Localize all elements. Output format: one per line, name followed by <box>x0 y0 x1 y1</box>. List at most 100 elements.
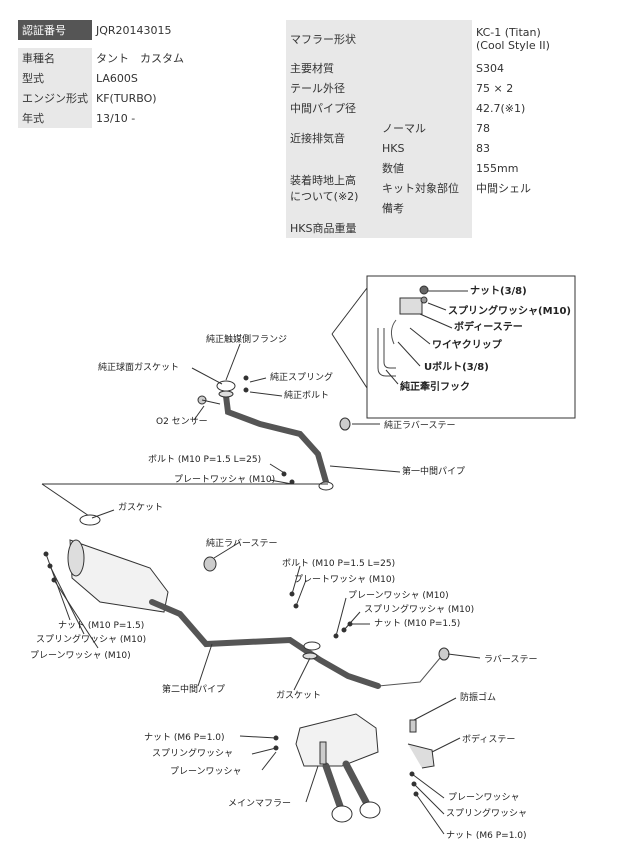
table-row: 型式 LA600S <box>18 68 220 88</box>
second-pipe-label: 第二中間パイプ <box>162 683 225 695</box>
table-row: 主要材質 S304 <box>286 58 620 78</box>
tail-label: テール外径 <box>286 78 472 98</box>
kit-label: キット対象部位 <box>378 178 472 198</box>
exhaust-parts-diagram: ナット(3/8) スプリングワッシャ(M10) ボディーステー ワイヤクリップ … <box>30 275 576 841</box>
table-row: 車種名 タント カスタム <box>18 48 220 68</box>
plain-washer-m10-a-label: プレーンワッシャ (M10) <box>348 590 449 601</box>
plain-washer-a-label: プレーンワッシャ <box>170 766 242 777</box>
weight-label: HKS商品重量 <box>286 218 472 238</box>
anti-vibration-rubber-label: 防振ゴム <box>460 691 496 703</box>
muffler-value-line1: KC-1 (Titan) <box>476 26 541 39</box>
main-muffler-drawing <box>295 713 379 767</box>
spring-washer-b-label: スプリングワッシャ <box>446 807 527 819</box>
cert-value: JQR20143015 <box>96 23 172 37</box>
tail-value: 75 × 2 <box>476 81 514 95</box>
table-row: エンジン形式 KF(TURBO) <box>18 88 220 108</box>
inset-u-bolt-label: Uボルト(3/8) <box>424 360 489 373</box>
engine-label: エンジン形式 <box>18 88 92 108</box>
year-value: 13/10 - <box>96 111 136 125</box>
engine-value: KF(TURBO) <box>96 91 157 105</box>
genuine-rubber-stay-2-label: 純正ラバーステー <box>206 537 277 549</box>
muffler-label: マフラー形状 <box>286 20 472 58</box>
material-value: S304 <box>476 61 504 75</box>
plain-washer-b-label: プレーンワッシャ <box>448 792 520 803</box>
genuine-bolt-label: 純正ボルト <box>284 389 329 401</box>
nut-m6-a-label: ナット (M6 P=1.0) <box>144 732 225 743</box>
year-label: 年式 <box>18 108 92 128</box>
table-row: 近接排気音 ノーマル 78 <box>286 118 620 158</box>
body-stay-drawing <box>407 743 435 769</box>
muffler-spec-table: マフラー形状 KC-1 (Titan) (Cool Style II) 主要材質… <box>286 20 620 238</box>
table-row: マフラー形状 KC-1 (Titan) (Cool Style II) <box>286 20 620 58</box>
gasket-b-label: ガスケット <box>276 690 321 701</box>
rubber-stay-2-drawing <box>203 556 217 572</box>
table-row: 年式 13/10 - <box>18 108 220 128</box>
ground-label: 装着時地上高 について(※2) <box>286 158 378 218</box>
rubber-stay-3-drawing <box>438 647 450 661</box>
bolt-m10-25-b-label: ボルト (M10 P=1.5 L=25) <box>282 558 395 569</box>
plate-washer-b-label: プレートワッシャ (M10) <box>294 574 395 585</box>
table-row: HKS商品重量 <box>286 218 620 238</box>
weight-value <box>472 218 620 238</box>
car-value: タント カスタム <box>96 52 184 65</box>
tow-hook-drawing <box>377 328 396 377</box>
vehicle-spec-table: 認証番号 JQR20143015 車種名 タント カスタム 型式 LA600S … <box>18 20 220 128</box>
table-row: 装着時地上高 について(※2) 数値 155mm <box>286 158 620 218</box>
table-row: テール外径 75 × 2 <box>286 78 620 98</box>
nut-m6-b-label: ナット (M6 P=1.0) <box>446 830 527 841</box>
table-row: HKS 83 <box>286 138 620 158</box>
muffler-value: KC-1 (Titan) (Cool Style II) <box>472 20 620 58</box>
bolt-m10-25-a-label: ボルト (M10 P=1.5 L=25) <box>148 454 261 465</box>
genuine-spring-label: 純正スプリング <box>270 371 333 383</box>
body-stay-label: ボディステー <box>462 733 515 745</box>
noise-hks-value: 83 <box>476 141 490 155</box>
first-pipe-label: 第一中間パイプ <box>402 465 465 477</box>
cert-label: 認証番号 <box>18 20 92 40</box>
ground-label-line1: 装着時地上高 <box>290 174 356 187</box>
tail-pipes <box>322 760 370 810</box>
noise-normal-label: ノーマル <box>378 118 472 138</box>
second-intermediate-pipe <box>149 599 381 689</box>
model-label: 型式 <box>18 68 92 88</box>
pipe-label: 中間パイプ径 <box>286 98 472 118</box>
genuine-flange-label: 純正触媒側フランジ <box>206 333 287 345</box>
spring-washer-m10-a-label: スプリングワッシャ (M10) <box>364 603 474 615</box>
inset-spring-washer-label: スプリングワッシャ(M10) <box>448 304 571 317</box>
noise-normal-value: 78 <box>476 121 490 135</box>
ground-value-label: 数値 <box>378 158 472 178</box>
spring-washer-a-label: スプリングワッシャ <box>152 747 233 759</box>
noise-label: 近接排気音 <box>286 118 378 158</box>
table-row: 認証番号 JQR20143015 <box>18 20 220 40</box>
table-row: キット対象部位 中間シェル <box>286 178 620 198</box>
model-value: LA600S <box>96 71 138 85</box>
pipe-value: 42.7(※1) <box>476 101 526 115</box>
plate-washer-a-label: プレートワッシャ (M10) <box>174 474 275 485</box>
body-stay-drawing <box>399 297 423 315</box>
plain-washer-m10-b-label: プレーンワッシャ (M10) <box>30 650 131 661</box>
genuine-rubber-stay-1-label: 純正ラバーステー <box>384 419 455 431</box>
o2-sensor-label: O2 センサー <box>156 416 208 427</box>
table-row: 備考 <box>286 198 620 218</box>
nut-m10-a-label: ナット (M10 P=1.5) <box>374 618 460 629</box>
spring-washer-m10-b-label: スプリングワッシャ (M10) <box>36 633 146 645</box>
remarks-value <box>472 198 620 218</box>
ground-label-line2: について(※2) <box>290 190 359 203</box>
muffler-value-line2: (Cool Style II) <box>476 39 550 52</box>
remarks-label: 備考 <box>378 198 472 218</box>
first-intermediate-pipe <box>223 393 329 485</box>
material-label: 主要材質 <box>286 58 472 78</box>
genuine-gasket-label: 純正球面ガスケット <box>98 361 179 373</box>
inset-tow-hook-label: 純正牽引フック <box>400 380 470 393</box>
main-muffler-label: メインマフラー <box>228 798 291 809</box>
inset-body-stay-label: ボディーステー <box>454 320 523 333</box>
car-label: 車種名 <box>18 48 92 68</box>
rubber-stay-label: ラバーステー <box>484 654 537 665</box>
table-row: 中間パイプ径 42.7(※1) <box>286 98 620 118</box>
ground-value: 155mm <box>476 161 519 175</box>
pre-muffler-drawing <box>69 539 169 613</box>
gasket-a-label: ガスケット <box>118 502 163 513</box>
inset-nut-label: ナット(3/8) <box>470 285 527 297</box>
noise-hks-label: HKS <box>378 138 472 158</box>
kit-value: 中間シェル <box>476 182 531 195</box>
inset-wire-clip-label: ワイヤクリップ <box>432 338 503 351</box>
